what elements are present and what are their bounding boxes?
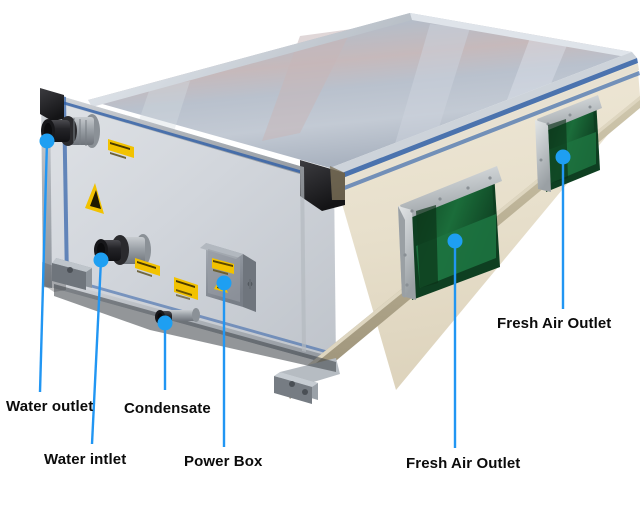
callout-label-water-inlet: Water intlet — [44, 451, 127, 468]
callout-dot-water-inlet — [93, 252, 109, 268]
callout-dot-condensate — [157, 315, 173, 331]
callout-line-water-outlet — [38, 140, 49, 393]
callout-dot-fresh-air-lower — [447, 233, 463, 249]
callout-label-condensate: Condensate — [124, 400, 211, 417]
outlet-flange-top — [400, 166, 502, 220]
callout-label-power-box: Power Box — [184, 453, 263, 470]
hazard-triangle-sticker — [85, 183, 104, 214]
callout-dot-power-box — [216, 275, 232, 291]
base-foot-right — [274, 372, 318, 404]
callout-layer — [38, 133, 571, 448]
warning-sticker-mid — [135, 258, 160, 277]
base-foot-left — [52, 258, 92, 290]
callout-label-fresh-air-outlet-upper: Fresh Air Outlet — [497, 315, 612, 332]
water-outlet-pipe — [41, 114, 100, 148]
callout-label-fresh-air-outlet-lower: Fresh Air Outlet — [406, 455, 521, 472]
top-panel-far-rim — [88, 13, 412, 107]
top-panel — [88, 13, 632, 168]
callout-dot-fresh-air-upper — [555, 149, 571, 165]
side-panel-trim — [334, 58, 638, 181]
callout-label-water-outlet: Water outlet — [6, 398, 94, 415]
top-panel-near-rim — [330, 52, 637, 176]
callout-line-water-inlet — [90, 259, 103, 445]
callout-dot-water-outlet — [39, 133, 55, 149]
ahu-cabinet — [40, 13, 640, 404]
warning-sticker-upper — [108, 139, 134, 159]
warning-sticker-lower — [174, 277, 198, 300]
corner-cap-top-left — [40, 88, 64, 121]
outlet-flange-left-2 — [535, 120, 551, 192]
